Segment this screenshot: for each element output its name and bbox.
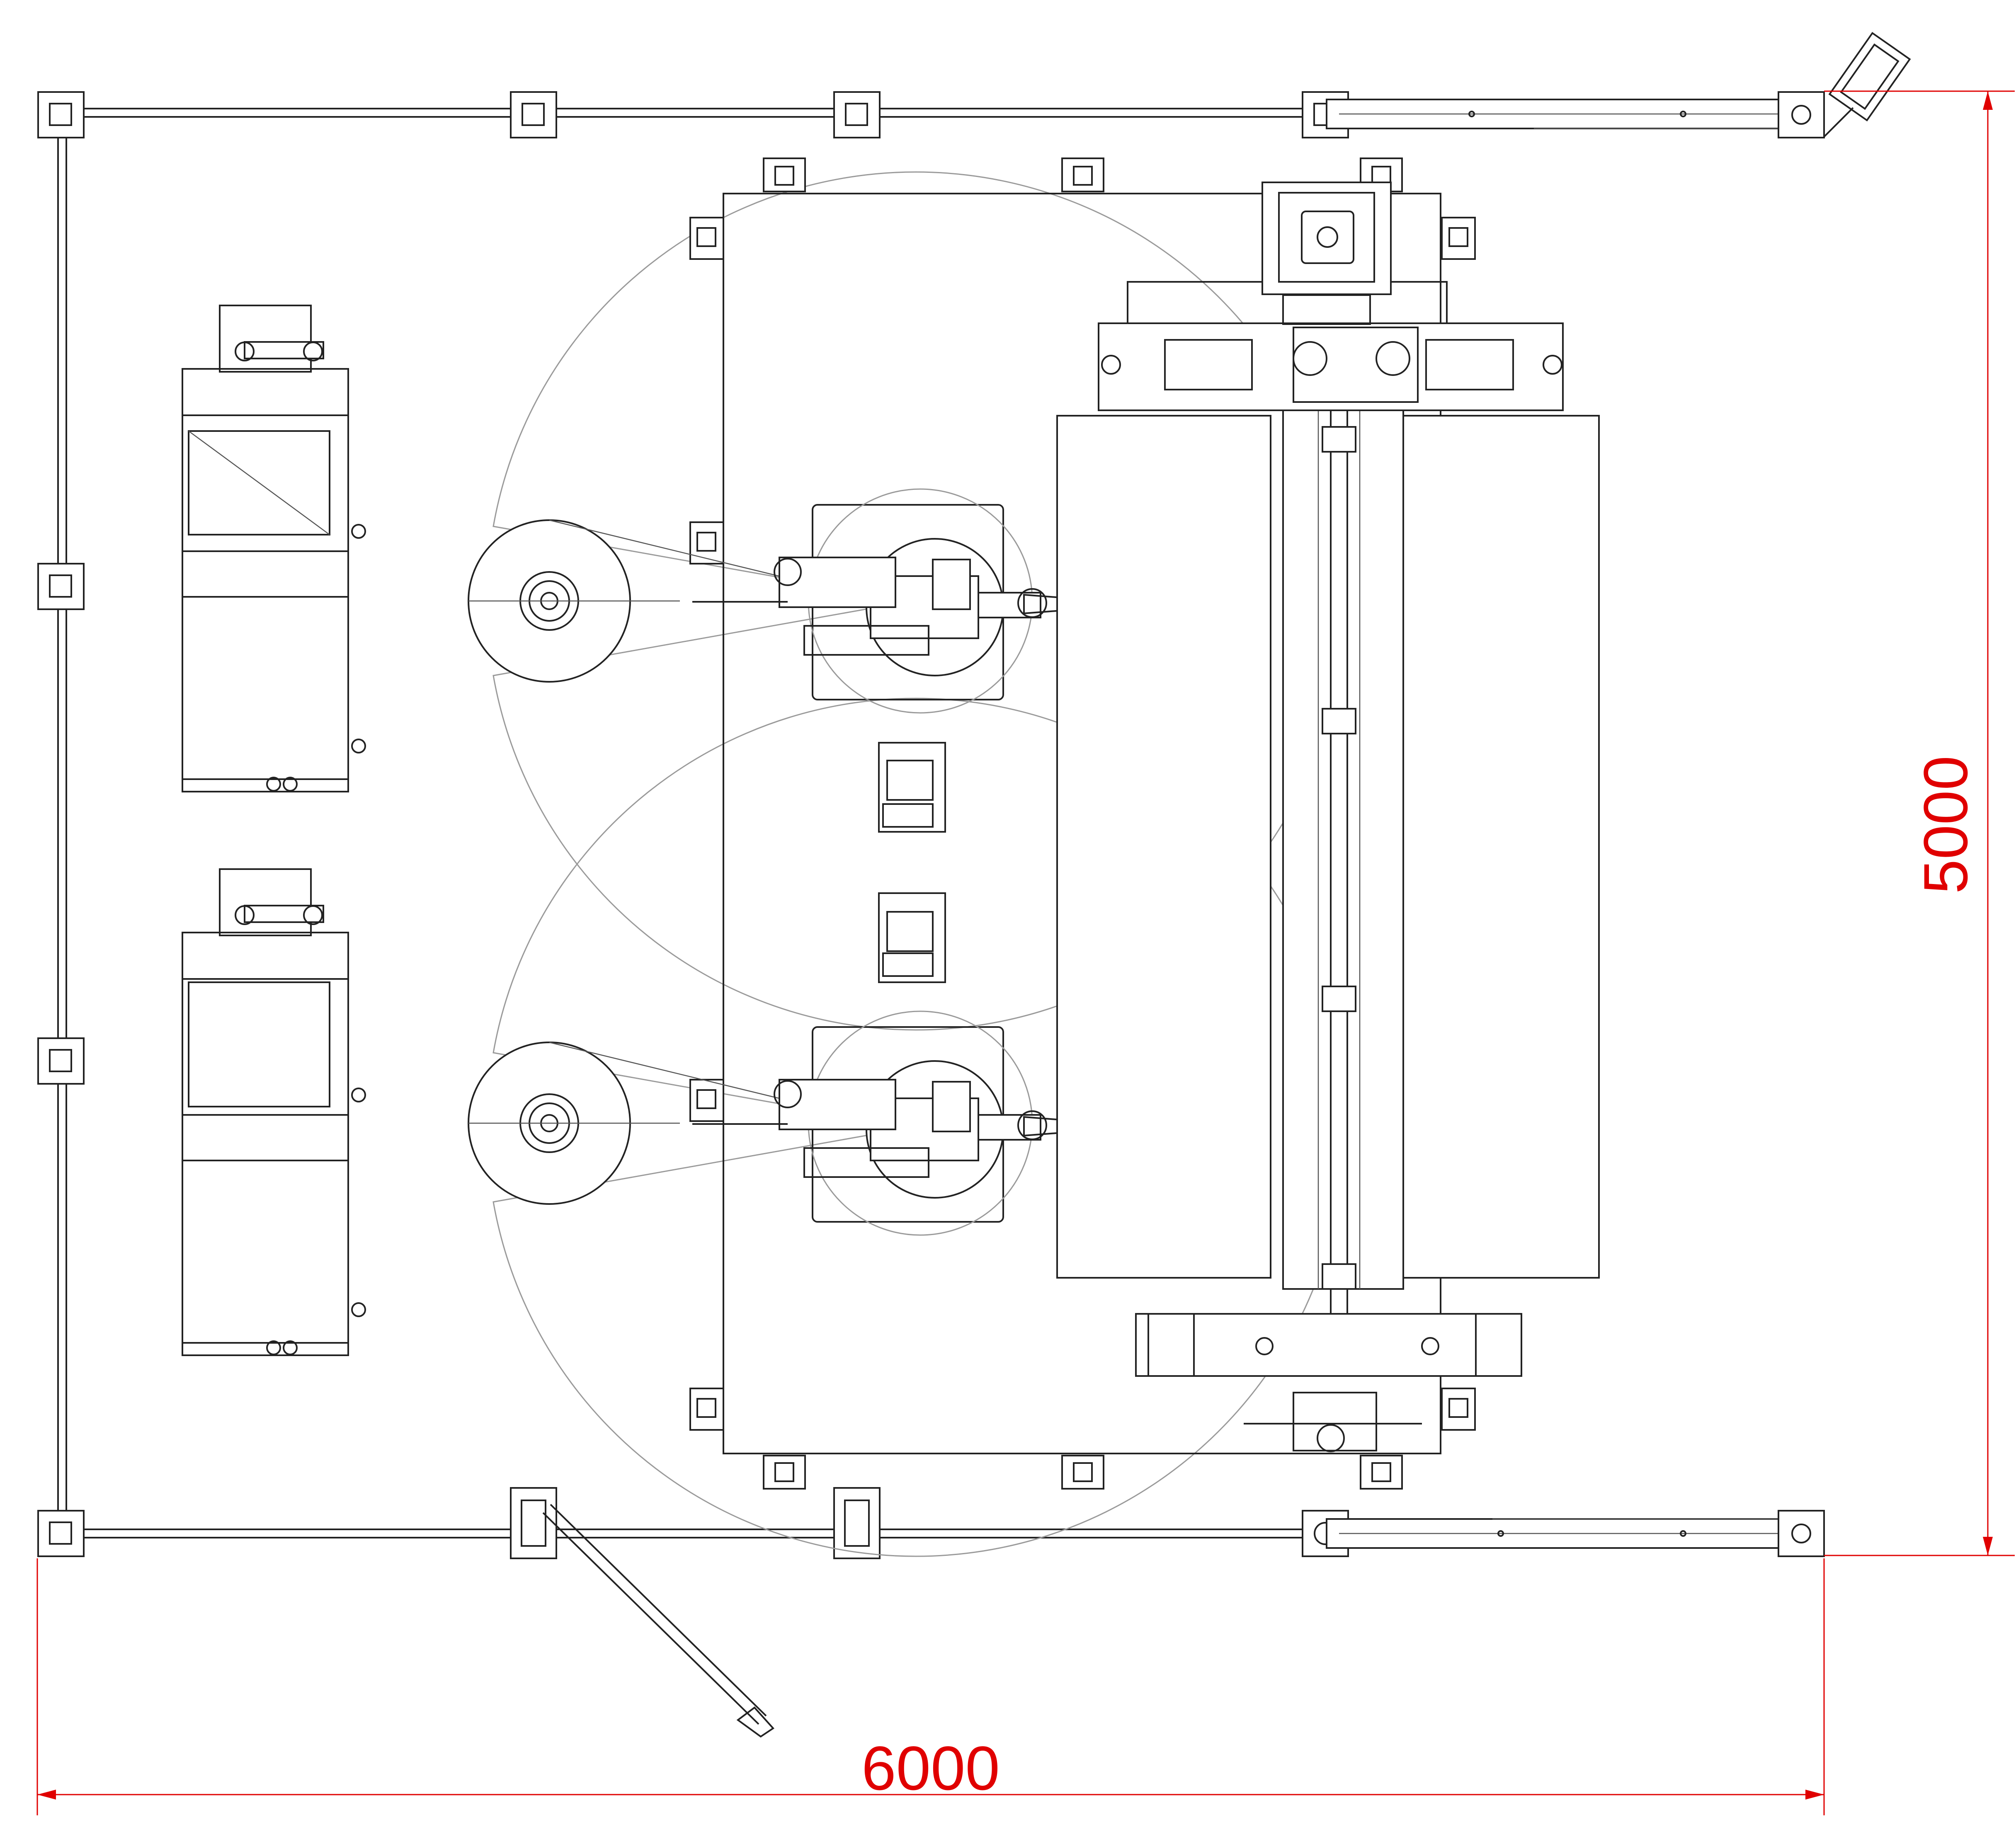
width-dimension-label: 6000 — [861, 1733, 1000, 1803]
door-switch-box — [1828, 31, 1911, 122]
door-bottom-right[interactable] — [1326, 1510, 1825, 1557]
dimension-height — [1824, 90, 2015, 1556]
fence-post — [833, 1487, 881, 1559]
fence-post — [37, 91, 85, 138]
two-station-positioner — [1056, 182, 1600, 1452]
power-source-bottom — [182, 868, 366, 1356]
fence-post — [510, 91, 557, 138]
wire-feeder-top — [878, 742, 946, 833]
fence-post — [37, 1510, 85, 1557]
fence-post — [37, 1037, 85, 1085]
fence-post — [833, 91, 881, 138]
door-left-swing[interactable] — [542, 1504, 775, 1738]
wire-spool-top — [468, 519, 788, 683]
safety-fence — [37, 91, 1349, 1559]
power-source-top — [182, 305, 366, 792]
robot-base-plate — [689, 157, 1476, 1490]
robot-bottom — [692, 1010, 1079, 1236]
fence-post — [37, 563, 85, 610]
robot-top — [692, 488, 1079, 714]
height-dimension-label: 5000 — [1911, 756, 1980, 894]
wire-spool-bottom — [468, 1042, 788, 1205]
fence-post — [510, 1487, 557, 1559]
door-top-right[interactable] — [1326, 31, 1911, 138]
dimension-width — [36, 1558, 1825, 1815]
wire-feeder-bottom — [878, 892, 946, 983]
